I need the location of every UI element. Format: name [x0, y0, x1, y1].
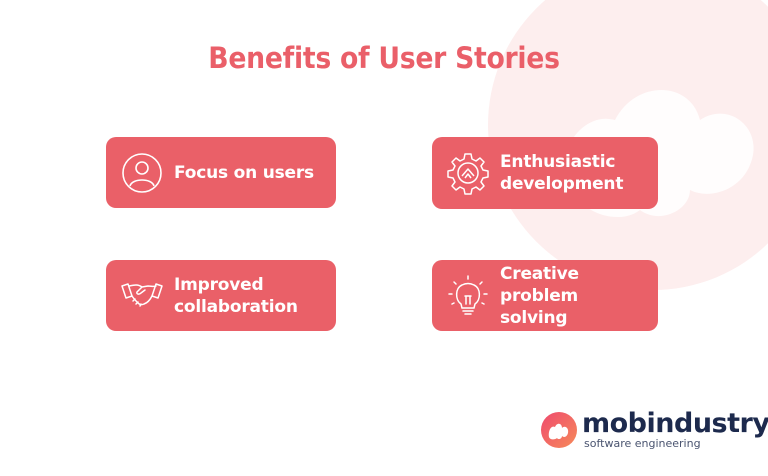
benefit-label: Creative problem solving — [500, 263, 658, 329]
page-title: Benefits of User Stories — [208, 41, 560, 75]
benefit-card-improved-collaboration: Improved collaboration — [106, 260, 336, 331]
benefit-label-line2: collaboration — [174, 296, 298, 317]
benefit-label: Improved collaboration — [174, 274, 298, 318]
benefit-label-line1: Focus on users — [174, 162, 314, 183]
brand-logo: mobindustry software engineering — [540, 410, 768, 450]
logo-name: mobindustry — [582, 408, 768, 439]
benefit-card-enthusiastic-development: Enthusiastic development — [432, 137, 658, 209]
lightbulb-icon — [446, 274, 490, 318]
logo-tagline: software engineering — [584, 437, 701, 450]
benefit-card-focus-on-users: Focus on users — [106, 137, 336, 208]
user-circle-icon — [120, 151, 164, 195]
benefit-label-line1: Creative problem — [500, 263, 579, 306]
handshake-icon — [120, 274, 164, 318]
gear-chevron-icon — [446, 151, 490, 195]
benefit-label-line1: Enthusiastic — [500, 152, 616, 172]
benefit-label-line2: development — [500, 174, 624, 194]
benefit-card-creative-problem-solving: Creative problem solving — [432, 260, 658, 331]
benefit-label-line2: solving — [500, 307, 568, 328]
benefit-label-line1: Improved — [174, 274, 264, 295]
benefit-label: Enthusiastic development — [500, 151, 623, 195]
mobindustry-logo-icon — [541, 412, 577, 448]
benefit-label: Focus on users — [174, 162, 314, 184]
